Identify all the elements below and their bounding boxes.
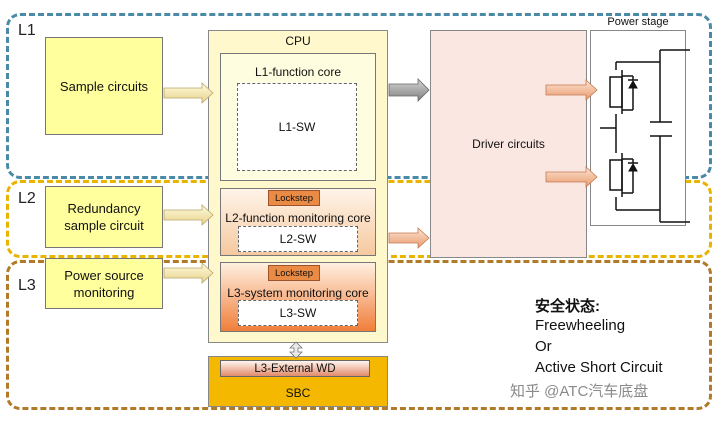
sample-circuits-box: Sample circuits [45,37,163,135]
redundancy-line2: sample circuit [64,218,144,233]
arrow-l2-to-driver [388,227,430,249]
level-l3-label: L3 [18,277,36,294]
arrow-l1-to-driver [388,78,430,102]
power-source-monitoring-box: Power source monitoring [45,258,163,309]
lockstep-label-l2: Lockstep [274,192,314,204]
arrow-driver-to-lower-switch [545,166,598,188]
l3-sw-label: L3-SW [279,306,317,320]
lockstep-label-l3: Lockstep [274,267,314,279]
level-l1-label: L1 [18,22,36,39]
cpu-title: CPU [285,34,311,48]
l2-sw-block: L2-SW [238,226,358,252]
driver-circuits-label: Driver circuits [472,137,545,151]
arrow-redundancy-to-l2 [163,204,214,226]
l1-sw-block: L1-SW [237,83,357,171]
safe-state-or: Or [535,338,552,355]
driver-circuits-block: Driver circuits [430,30,587,258]
l1-sw-label: L1-SW [278,120,316,134]
safe-state-freewheeling: Freewheeling [535,317,626,334]
redundancy-sample-circuit-box: Redundancy sample circuit [45,186,163,248]
power-source-line1: Power source [64,267,144,283]
arrow-sample-to-l1 [163,82,214,104]
lockstep-badge-l3: Lockstep [268,265,320,281]
level-l2-label: L2 [18,190,36,207]
external-wd-label: L3-External WD [254,362,336,375]
l1-function-core-label: L1-function core [254,65,342,79]
power-source-line2: monitoring [73,284,135,300]
l2-sw-label: L2-SW [279,232,317,246]
l2-function-monitoring-core-label: L2-function monitoring core [225,211,371,225]
arrow-cpu-sbc-bidirectional [289,341,303,359]
sbc-label: SBC [285,386,311,400]
arrow-power-to-l3 [163,262,214,284]
l3-sw-block: L3-SW [238,300,358,326]
sample-circuits-label: Sample circuits [59,78,149,94]
power-stage-circuit [600,49,690,223]
redundancy-line1: Redundancy [67,201,141,216]
external-wd-block: L3-External WD [220,360,370,377]
lockstep-badge-l2: Lockstep [268,190,320,206]
safe-state-title: 安全状态: [535,298,600,315]
watermark-text: 知乎 @ATC汽车底盘 [510,383,649,400]
power-stage-title: Power stage [607,16,669,28]
l3-system-monitoring-core-label: L3-system monitoring core [227,286,369,300]
arrow-driver-to-upper-switch [545,79,598,101]
safe-state-active-short-circuit: Active Short Circuit [535,359,663,376]
